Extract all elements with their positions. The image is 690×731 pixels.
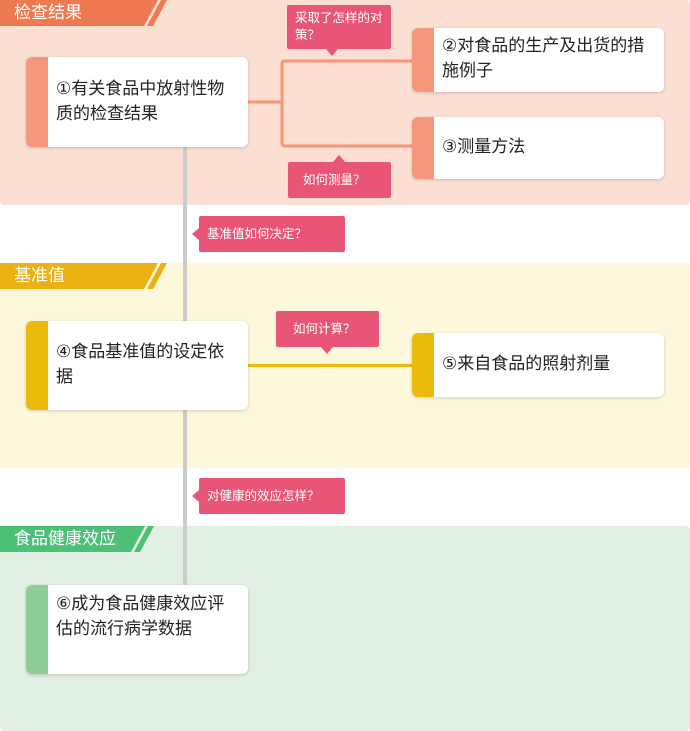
question-label: 采取了怎样的对策？ xyxy=(295,10,383,42)
node-radiation-dose[interactable]: ⑤来自食品的照射剂量 xyxy=(412,333,664,397)
section-standard-slash-icon xyxy=(145,263,175,289)
question-measures: 采取了怎样的对策？ xyxy=(287,5,391,56)
section-results-slash-icon xyxy=(145,0,175,26)
node-label: ⑥成为食品健康效应评估的流行病学数据 xyxy=(56,594,225,639)
node-accent xyxy=(412,28,434,92)
node-epidemiological-data[interactable]: ⑥成为食品健康效应评估的流行病学数据 xyxy=(26,585,248,674)
slash-icon xyxy=(147,0,167,26)
slash-icon xyxy=(147,263,167,289)
node-standard-basis[interactable]: ④食品基准值的设定依据 xyxy=(26,321,248,410)
question-health-effects: 对健康的效应怎样？ xyxy=(192,478,345,514)
bubble-tail xyxy=(333,155,345,162)
question-how-measure: 如何测量？ xyxy=(288,155,391,198)
node-accent xyxy=(412,117,434,179)
bubble-tail xyxy=(326,49,338,56)
question-label: 基准值如何决定？ xyxy=(207,226,308,241)
question-how-calculate: 如何计算？ xyxy=(276,311,379,354)
node-label: ⑤来自食品的照射剂量 xyxy=(442,354,611,374)
node-label: ③测量方法 xyxy=(442,137,526,157)
section-health-label: 食品健康效应 xyxy=(14,529,116,549)
node-accent xyxy=(26,57,48,147)
section-standard-tag: 基准值 xyxy=(0,263,158,289)
node-label: ④食品基准值的设定依据 xyxy=(56,342,225,387)
node-accent xyxy=(26,321,48,410)
node-measurement-method[interactable]: ③测量方法 xyxy=(412,117,664,179)
node-label: ②对食品的生产及出货的措施例子 xyxy=(442,36,645,81)
bubble-tail xyxy=(192,490,199,502)
node-label: ①有关食品中放射性物质的检查结果 xyxy=(56,79,225,124)
section-health-slash-icon xyxy=(132,526,162,552)
section-health-tag: 食品健康效应 xyxy=(0,526,145,552)
node-inspection-results[interactable]: ①有关食品中放射性物质的检查结果 xyxy=(26,57,248,147)
question-label: 对健康的效应怎样？ xyxy=(207,488,320,503)
question-standard-decision: 基准值如何决定？ xyxy=(192,216,345,252)
bubble-tail xyxy=(192,228,199,240)
branch-connector-1 xyxy=(246,59,414,148)
section-standard-label: 基准值 xyxy=(14,266,65,286)
slash-icon xyxy=(134,526,154,552)
section-results-tag: 检查结果 xyxy=(0,0,158,26)
node-accent xyxy=(412,333,434,397)
branch-connector-2 xyxy=(246,364,414,367)
node-accent xyxy=(26,585,48,674)
bubble-tail xyxy=(321,347,333,354)
section-results-label: 检查结果 xyxy=(14,3,82,23)
node-production-measures[interactable]: ②对食品的生产及出货的措施例子 xyxy=(412,28,664,92)
question-label: 如何计算？ xyxy=(293,321,356,336)
question-label: 如何测量？ xyxy=(303,172,366,187)
